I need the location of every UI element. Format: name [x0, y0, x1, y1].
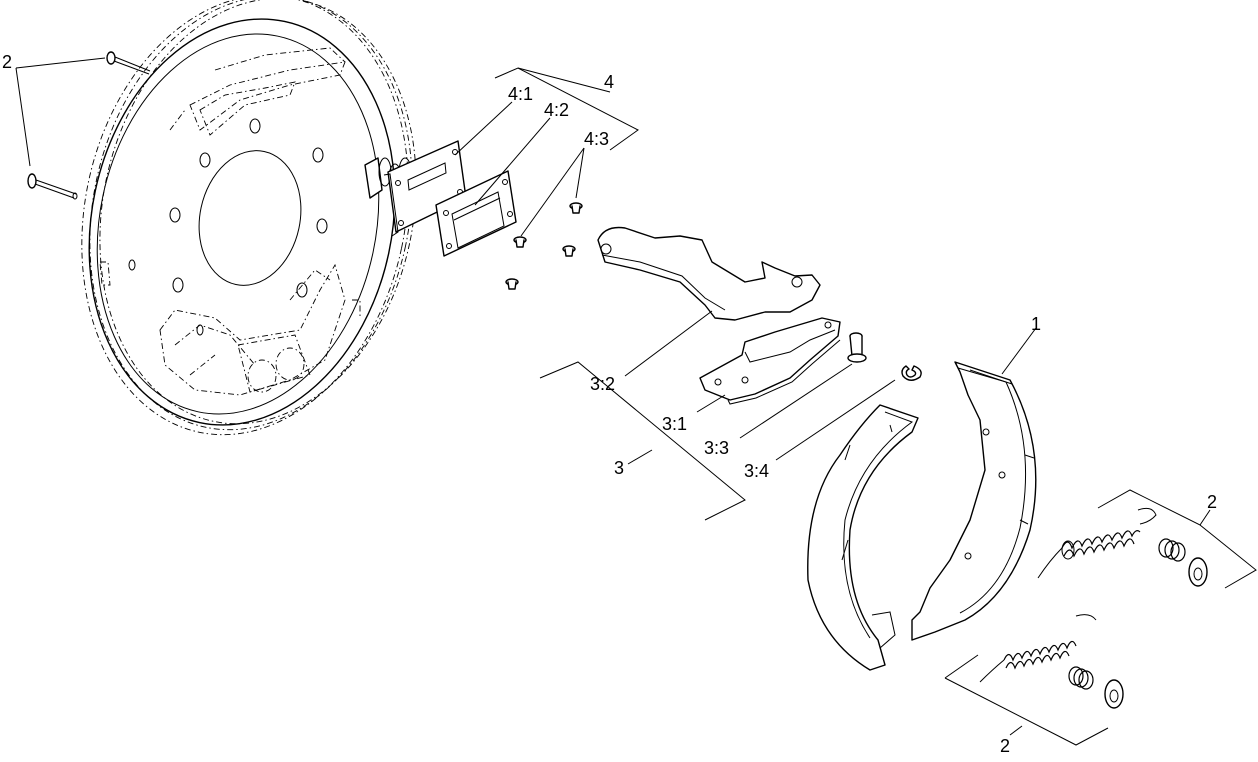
brake-shoe-leading	[807, 404, 919, 671]
callout-spring-kit-upper: 2	[1207, 492, 1217, 512]
return-spring-lower	[979, 614, 1097, 683]
callout-lever-clip: 3:4	[744, 461, 769, 481]
cover-gasket	[435, 170, 517, 257]
leader-lines	[15, 57, 1257, 746]
cover-plate	[383, 140, 467, 237]
hold-down-cup-upper	[1188, 557, 1208, 587]
hold-down-spring-lower	[1068, 666, 1094, 690]
backing-plate	[81, 0, 417, 436]
hold-down-cup-lower	[1104, 679, 1124, 709]
callout-cover-kit: 4	[604, 72, 614, 92]
cover-screw-1	[569, 202, 583, 214]
callout-lever-pin: 3:3	[704, 438, 729, 458]
callout-lever-kit: 3	[614, 458, 624, 478]
brake-lever-plate	[699, 317, 841, 405]
hold-down-spring-upper	[1158, 538, 1186, 562]
cover-screw-3	[562, 245, 576, 257]
callout-labels: 2 4 4:1 4:2 4:3 3:2 3:1 3:3 3:4 3 1 2 2	[2, 52, 1217, 756]
callout-lever-arm: 3:2	[590, 374, 615, 394]
callout-cover-gasket: 4:2	[544, 100, 569, 120]
cover-screw-4	[505, 278, 519, 290]
callout-pin-left: 2	[2, 52, 12, 72]
callout-spring-kit-lower: 2	[1000, 736, 1010, 756]
retaining-pin-upper	[106, 51, 151, 75]
callout-cover-plate: 4:1	[508, 84, 533, 104]
retaining-pin-lower	[27, 173, 78, 200]
lever-pivot-pin	[847, 332, 867, 363]
callout-shoe: 1	[1031, 314, 1041, 334]
brake-lever-arm	[597, 226, 821, 321]
lever-retaining-clip	[901, 365, 922, 381]
callout-cover-screws: 4:3	[584, 129, 609, 149]
callout-lever-plate: 3:1	[662, 414, 687, 434]
brake-shoe-trailing	[911, 361, 1037, 641]
return-spring-upper	[1037, 507, 1157, 579]
cover-screw-2	[513, 236, 527, 248]
